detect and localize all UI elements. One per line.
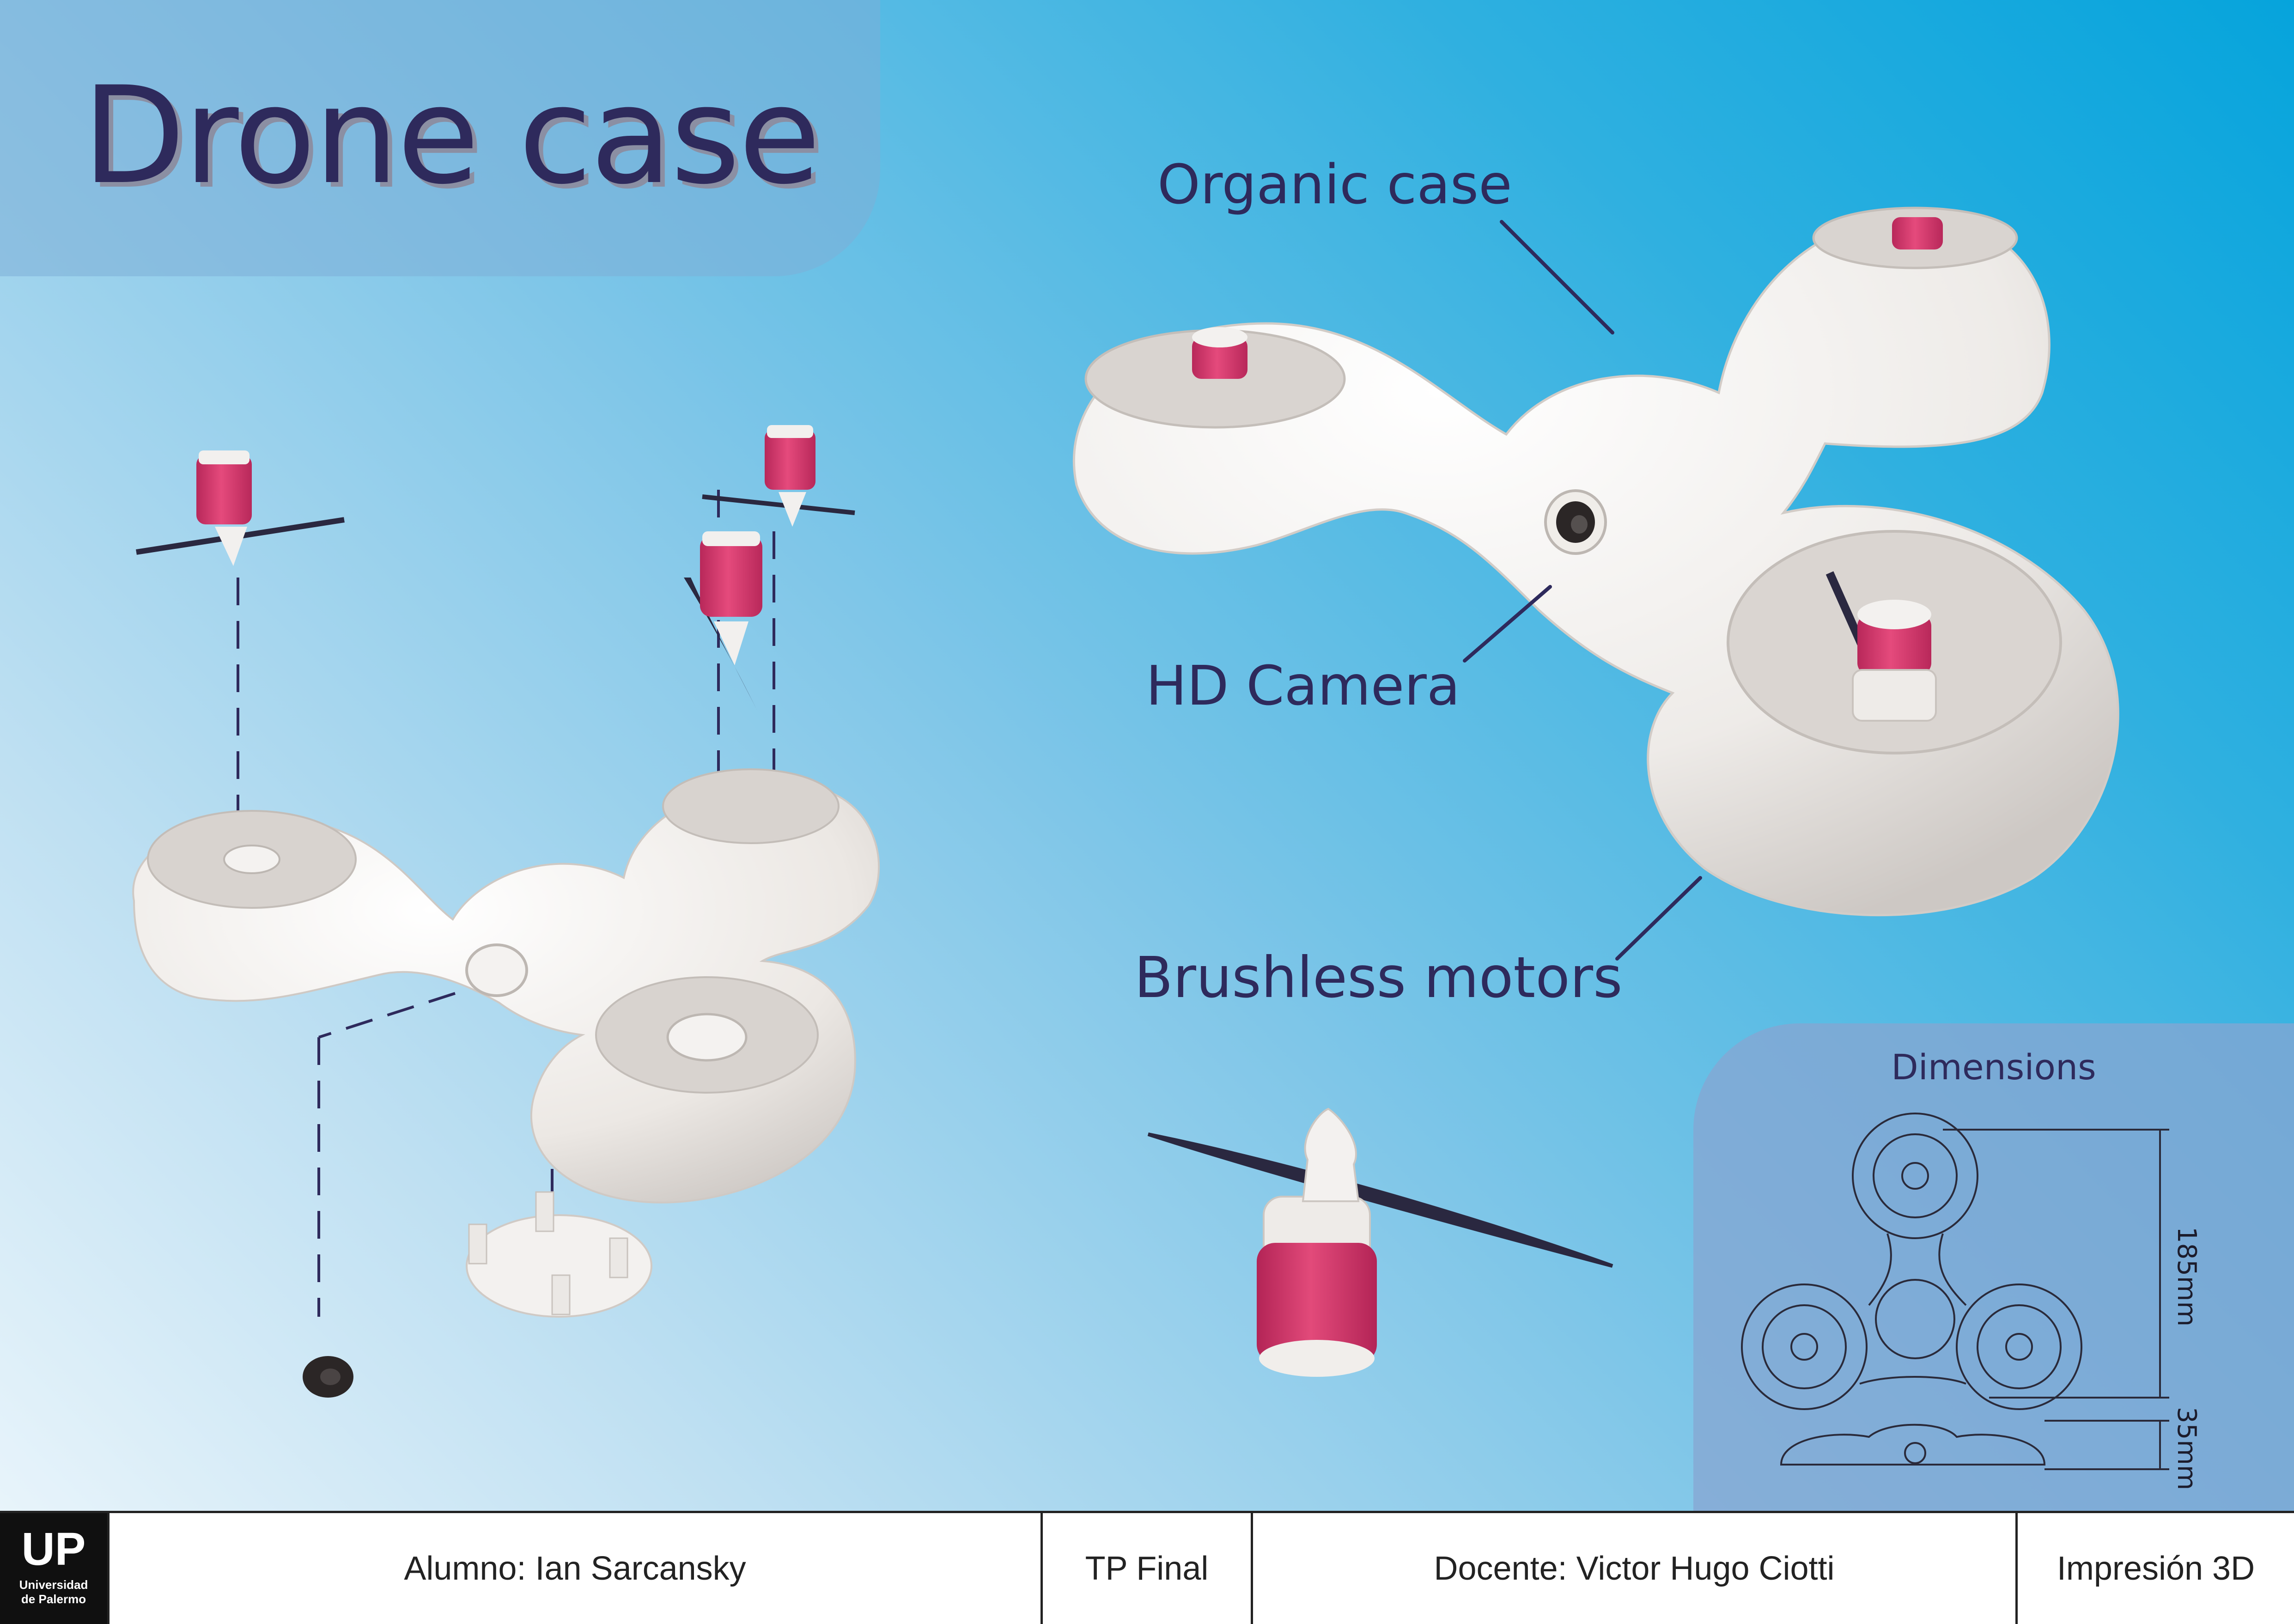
exploded-case-body [132,768,880,1204]
hd-camera-leader [1463,585,1552,663]
university-logo: UP Universidad de Palermo [0,1513,107,1624]
footer-course: Impresión 3D [2057,1550,2255,1587]
footer-course-cell: Impresión 3D [2015,1513,2294,1624]
dimension-depth-label: 35mm [2172,1407,2202,1490]
logo-subtitle-line1: Universidad [19,1578,88,1592]
footer-teacher: Docente: Victor Hugo Ciotti [1434,1550,1835,1587]
footer-student: Alumno: Ian Sarcansky [404,1550,746,1587]
footer-student-cell: Alumno: Ian Sarcansky [107,1513,1041,1624]
exploded-view-illustration [132,425,880,1398]
title-panel [0,0,880,276]
exploded-motor-right-top [702,425,855,527]
dimensions-drawing [1741,1113,2169,1470]
footer-title-block: UP Universidad de Palermo Alumno: Ian Sa… [0,1511,2294,1624]
footer-teacher-cell: Docente: Victor Hugo Ciotti [1251,1513,2015,1624]
dimensions-panel: Dimensions [1693,1023,2294,1511]
exploded-motor-right-tilted [684,531,762,712]
callout-organic-case: Organic case [1157,152,1512,216]
brushless-motors-leader [1615,876,1702,961]
logo-subtitle-line2: de Palermo [21,1592,86,1606]
callout-hd-camera: HD Camera [1146,654,1460,718]
footer-assignment: TP Final [1085,1550,1209,1587]
dimensions-title: Dimensions [1891,1046,2096,1088]
callout-leader-lines [1463,220,1702,961]
organic-case-leader [1500,220,1614,335]
dimension-height-label: 185mm [2172,1227,2202,1326]
assembled-drone-illustration [1073,207,2119,917]
logo-text: UP [21,1523,86,1575]
callout-brushless-motors: Brushless motors [1134,945,1623,1010]
exploded-motor-left [136,450,345,566]
exploded-base-plate [466,1191,652,1318]
footer-assignment-cell: TP Final [1041,1513,1251,1624]
motor-detail-illustration [1147,1107,1613,1377]
exploded-camera-lens [303,1356,353,1398]
page-title: Drone case [82,58,821,214]
